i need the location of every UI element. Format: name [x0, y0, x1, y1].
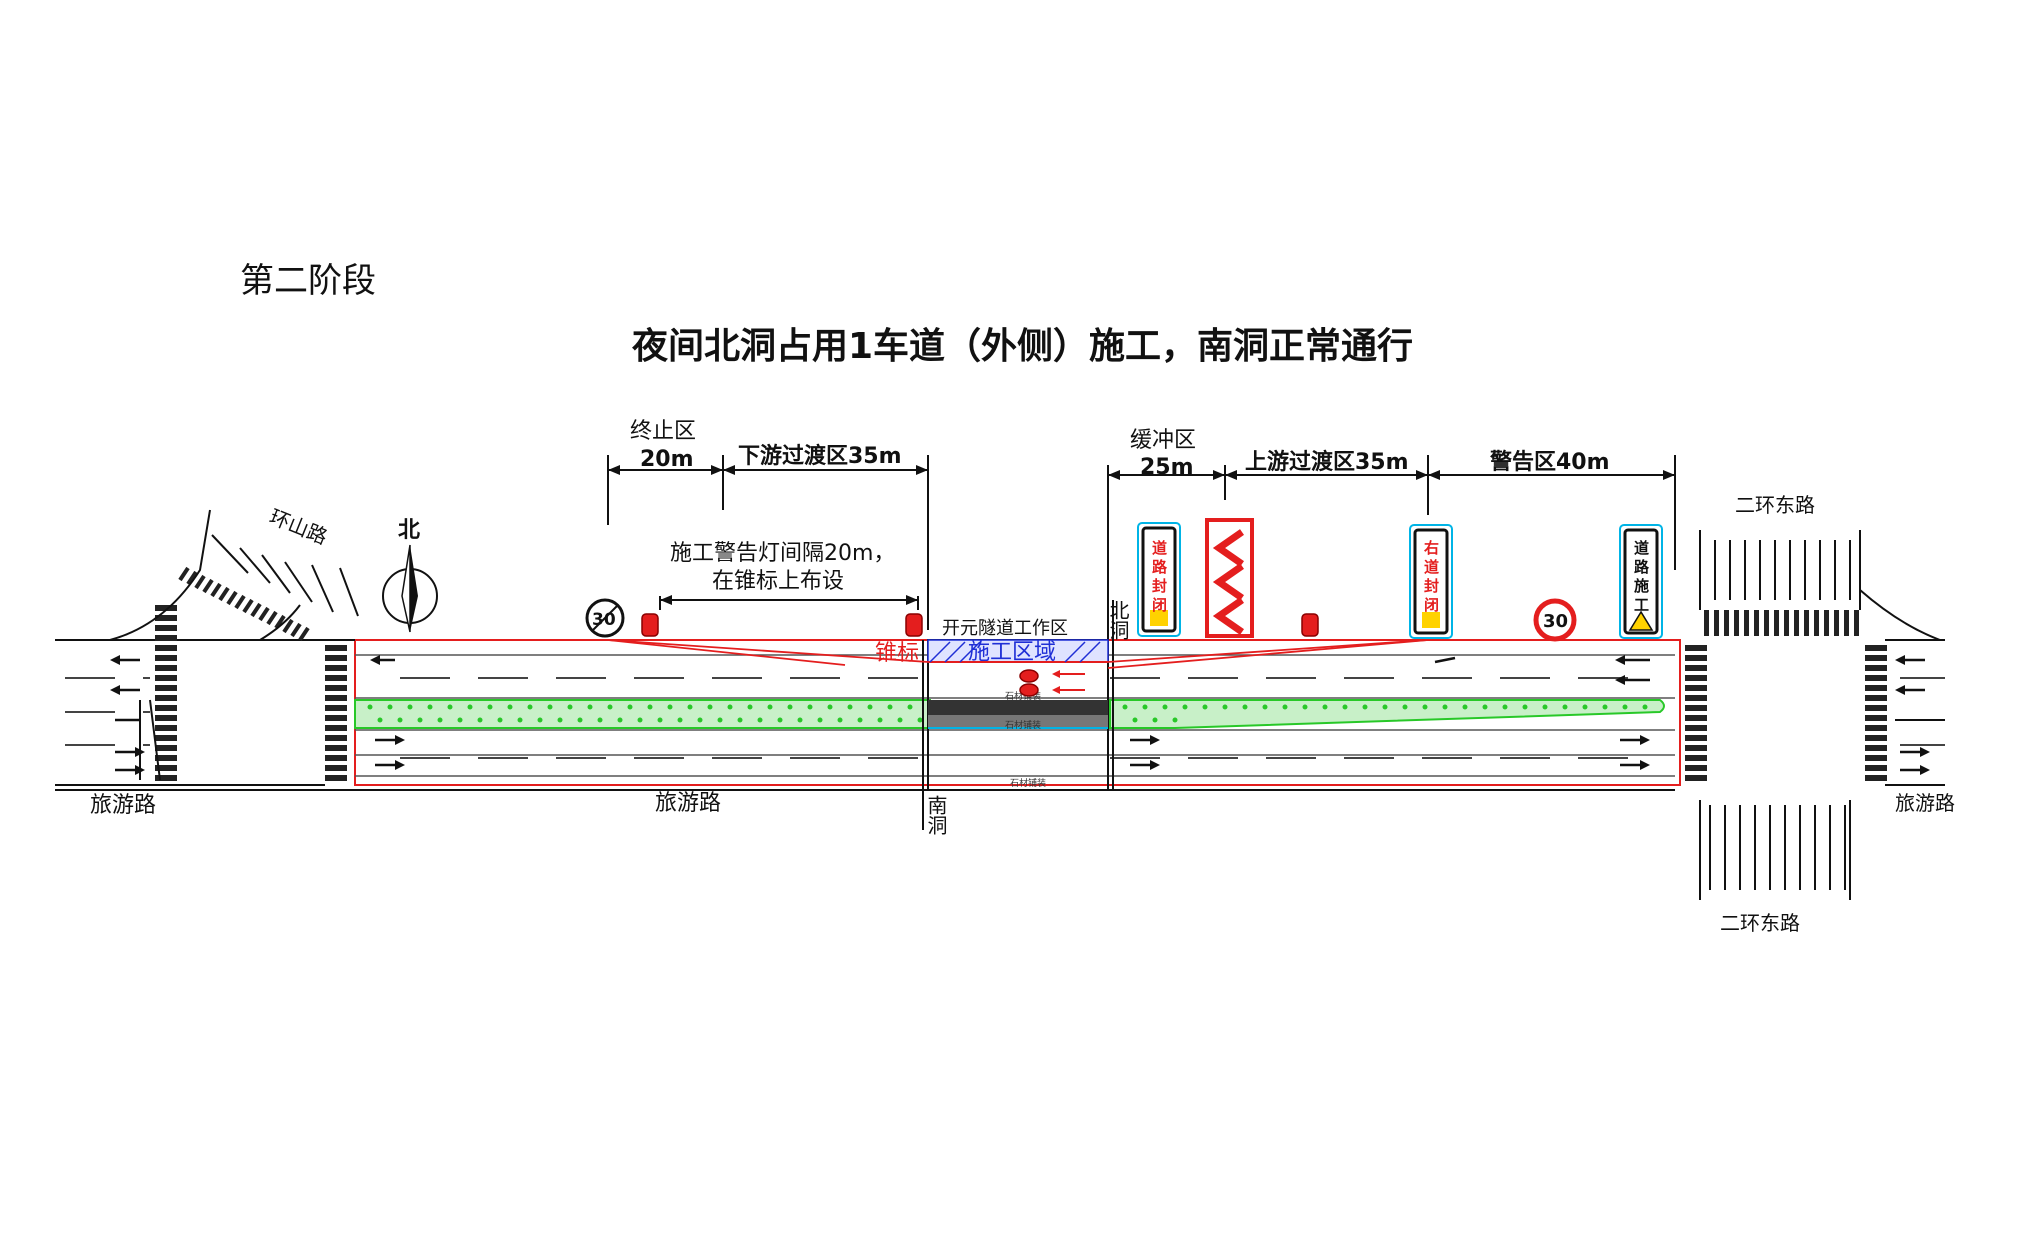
speed-limit-end-value: 30 [592, 610, 616, 630]
left-approach-arrowheads [110, 655, 145, 775]
termination-zone-label: 终止区 [630, 419, 696, 444]
road-work-sign-text: 道路施工 [1632, 539, 1650, 616]
warning-lamp-3 [1301, 613, 1319, 637]
road-closed-sign [1137, 522, 1181, 637]
taper-lines [607, 639, 1429, 669]
warning-lamp-1 [641, 613, 659, 637]
stage-label: 第二阶段 [240, 261, 376, 301]
huanshan-road-label: 环山路 [266, 504, 331, 549]
erhuan-road-label-top: 二环东路 [1735, 493, 1815, 517]
work-area-hatch [929, 641, 1101, 663]
right-lane-closed-sign-text: 右道封闭 [1422, 539, 1440, 616]
road-work-sign [1619, 524, 1663, 639]
erhuan-bottom-lanes [1709, 805, 1846, 890]
north-arrow-icon [382, 544, 438, 633]
road-closed-sign-text: 道路封闭 [1150, 539, 1168, 616]
erhuan-road-label-bottom: 二环东路 [1720, 911, 1800, 935]
diagram-title: 夜间北洞占用1车道（外侧）施工，南洞正常通行 [631, 326, 1413, 367]
buffer-zone-length: 25m [1140, 455, 1194, 480]
downstream-taper-label: 下游过渡区35m [738, 443, 902, 469]
warning-zone-label: 警告区40m [1489, 450, 1610, 475]
zone-dimensions [607, 455, 1676, 640]
stone-curb-label-2: 石材铺装 [1005, 719, 1041, 731]
westbound-arrowheads [370, 655, 1625, 685]
crosswalk-left-1 [155, 605, 177, 781]
tunnel-work-zone-label: 开元隧道工作区 [942, 618, 1068, 639]
cone-label: 锥标 [875, 641, 919, 666]
south-portal-label: 南洞 [924, 795, 948, 835]
buffer-zone-label: 缓冲区 [1130, 428, 1196, 453]
crosswalk-erhuan-top [1700, 610, 1860, 640]
crosswalk-huanshan [178, 566, 310, 642]
erhuan-top-lanes [1714, 540, 1851, 600]
speed-limit-sign [1533, 598, 1577, 642]
huanshan-lanes [211, 534, 359, 617]
speed-limit-value: 30 [1543, 611, 1568, 632]
lvyou-road-label-right: 旅游路 [1895, 791, 1955, 815]
right-approach-arrowheads [1895, 655, 1930, 775]
eastbound-arrows [375, 738, 1645, 767]
termination-zone-length: 20m [640, 447, 694, 472]
crosswalk-left-2 [325, 645, 347, 781]
right-intersection [1699, 530, 1945, 900]
work-zone-arrowheads [1052, 670, 1060, 694]
speed-limit-end-sign [585, 598, 625, 638]
crosswalk-right-1 [1685, 645, 1707, 781]
left-intersection [109, 509, 301, 786]
tunnel-block [922, 600, 1114, 830]
north-portal-label: 北洞 [1106, 600, 1130, 640]
zone-arrowheads [608, 465, 1675, 605]
lvyou-road-label-left: 旅游路 [90, 793, 156, 818]
lvyou-road-label-mid: 旅游路 [655, 791, 721, 816]
lane-markings [65, 677, 1945, 759]
work-area-label: 施工区域 [968, 640, 1056, 665]
eastbound-arrowheads [395, 735, 1650, 770]
right-lane-closed-sign [1409, 524, 1453, 639]
warning-lamp-2 [905, 613, 923, 637]
crosswalk-right-2 [1865, 645, 1887, 781]
lamp-spacing-note-2: 在锥标上布设 [712, 569, 844, 594]
work-zone-cones [1019, 669, 1039, 697]
upstream-taper-label: 上游过渡区35m [1245, 449, 1409, 475]
median-dots [367, 704, 1648, 723]
stone-curb-label-3: 石材铺装 [1010, 777, 1046, 789]
north-label: 北 [398, 518, 420, 543]
lamp-spacing-note-1: 施工警告灯间隔20m， [670, 541, 895, 566]
chevron-board [1205, 518, 1254, 638]
